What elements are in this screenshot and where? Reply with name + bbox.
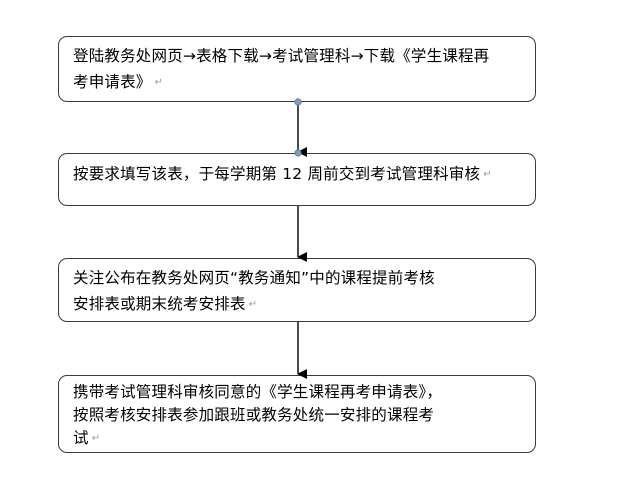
step-4-line-3: 试↵ (73, 427, 525, 450)
step-2-line-1-text: 按要求填写该表，于每学期第 12 周前交到考试管理科审核 (73, 165, 481, 183)
step-4-line-1: 携带考试管理科审核同意的《学生课程再考申请表》， (73, 383, 443, 401)
step-3-line-1: 关注公布在教务处网页“教务通知”中的课程提前考核 (73, 269, 435, 287)
step-3-line-2: 安排表或期末统考安排表↵ (73, 291, 525, 318)
paragraph-mark-icon: ↵ (154, 76, 164, 88)
paragraph-mark-icon: ↵ (91, 433, 101, 444)
edge-1-to-2[interactable] (294, 98, 307, 157)
flow-step-3[interactable]: 关注公布在教务处网页“教务通知”中的课程提前考核 安排表或期末统考安排表↵ (58, 258, 536, 322)
step-4-line-3-text: 试 (73, 429, 89, 447)
step-3-line-2-text: 安排表或期末统考安排表 (73, 295, 246, 313)
flow-step-1[interactable]: 登陆教务处网页→表格下载→考试管理科→下载《学生课程再 考申请表》↵ (58, 36, 536, 102)
step-1-line-1: 登陆教务处网页→表格下载→考试管理科→下载《学生课程再 (73, 47, 490, 65)
paragraph-mark-icon: ↵ (248, 298, 258, 310)
step-1-line-2: 考申请表》↵ (73, 69, 525, 96)
flow-step-4[interactable]: 携带考试管理科审核同意的《学生课程再考申请表》， 按照考核安排表参加跟班或教务处… (58, 375, 536, 453)
flow-step-2[interactable]: 按要求填写该表，于每学期第 12 周前交到考试管理科审核↵ (58, 153, 536, 206)
paragraph-mark-icon: ↵ (483, 168, 492, 180)
step-4-line-2: 按照考核安排表参加跟班或教务处统一安排的课程考 (73, 406, 435, 424)
step-1-line-2-text: 考申请表》 (73, 73, 152, 91)
step-2-line-1: 按要求填写该表，于每学期第 12 周前交到考试管理科审核↵ (73, 161, 525, 188)
